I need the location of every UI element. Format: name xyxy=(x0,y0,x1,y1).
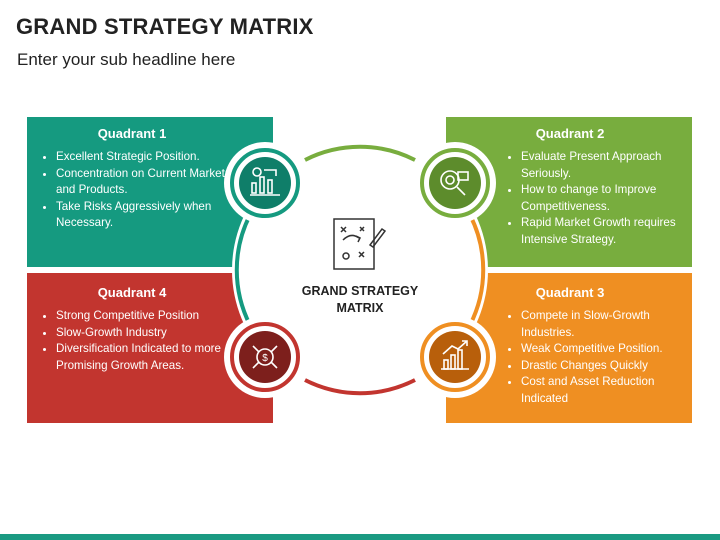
quadrant-4-title: Quadrant 4 xyxy=(97,285,167,300)
analytics-icon xyxy=(250,167,280,196)
list-item: Rapid Market Growth requires Intensive S… xyxy=(521,215,686,248)
page-title: GRAND STRATEGY MATRIX xyxy=(16,14,314,39)
quadrant-3-icon-badge xyxy=(414,316,496,398)
quadrant-2-title: Quadrant 2 xyxy=(535,126,605,141)
page-subtitle: Enter your sub headline here xyxy=(17,50,236,69)
list-item: Drastic Changes Quickly xyxy=(521,358,686,375)
quadrant-1-icon-badge xyxy=(224,142,306,224)
evaluation-icon xyxy=(440,170,469,196)
bottom-accent-bar xyxy=(0,534,720,540)
list-item: Slow-Growth Industry xyxy=(56,325,243,342)
quadrant-1-title: Quadrant 1 xyxy=(97,126,167,141)
list-item: Cost and Asset Reduction Indicated xyxy=(521,374,686,407)
arc-bottom xyxy=(304,378,416,396)
list-item: Take Risks Aggressively when Necessary. xyxy=(56,199,243,232)
list-item: How to change to Improve Competitiveness… xyxy=(521,182,686,215)
list-item: Excellent Strategic Position. xyxy=(56,149,243,166)
svg-text:$: $ xyxy=(262,353,268,364)
quadrant-2-list: Evaluate Present Approach Seriously. How… xyxy=(504,149,686,248)
diversification-icon: $ xyxy=(252,345,278,369)
list-item: Compete in Slow-Growth Industries. xyxy=(521,308,686,341)
quadrant-3-title: Quadrant 3 xyxy=(535,285,605,300)
list-item: Diversification Indicated to more Promis… xyxy=(56,341,243,374)
quadrant-3-list: Compete in Slow-Growth Industries. Weak … xyxy=(504,308,686,407)
arc-right xyxy=(468,214,486,326)
quadrant-1-list: Excellent Strategic Position. Concentrat… xyxy=(39,149,243,232)
center-label: GRAND STRATEGY MATRIX xyxy=(301,284,419,315)
quadrant-4-list: Strong Competitive Position Slow-Growth … xyxy=(39,308,243,374)
quadrant-1-card: Quadrant 1 Excellent Strategic Position.… xyxy=(27,117,273,267)
quadrant-4-icon-badge: $ xyxy=(224,316,306,398)
list-item: Strong Competitive Position xyxy=(56,308,243,325)
arc-left xyxy=(234,214,252,326)
quadrant-2-icon-badge xyxy=(414,142,496,224)
list-item: Evaluate Present Approach Seriously. xyxy=(521,149,686,182)
growth-chart-icon xyxy=(441,340,469,370)
arc-top xyxy=(304,144,416,162)
strategy-board-icon xyxy=(333,218,387,270)
list-item: Concentration on Current Markets and Pro… xyxy=(56,166,243,199)
list-item: Weak Competitive Position. xyxy=(521,341,686,358)
